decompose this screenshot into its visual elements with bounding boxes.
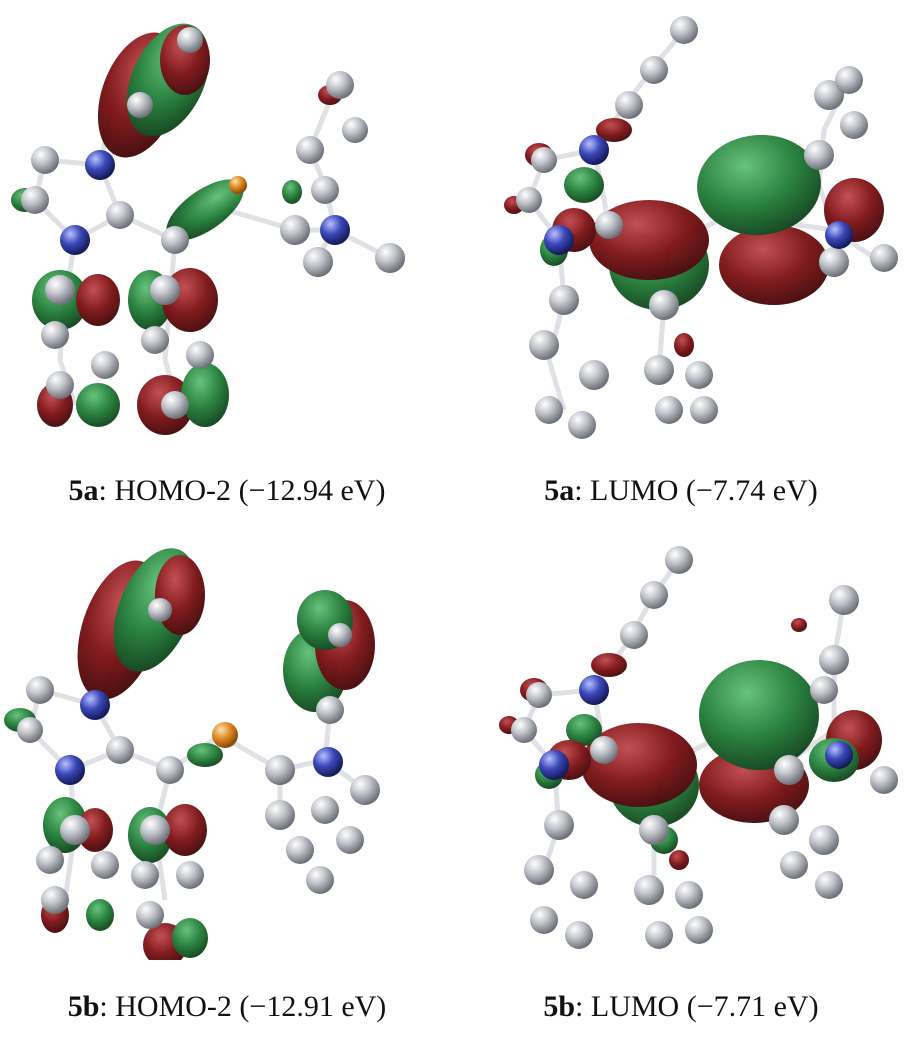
caption-energy: (−7.74 eV) (685, 474, 818, 507)
panel-5b-lumo (454, 540, 908, 960)
molecule-5a-lumo (504, 16, 898, 439)
atoms (21, 27, 405, 419)
caption-orbital: HOMO-2 (114, 474, 232, 507)
caption-5a-lumo: 5a: LUMO (−7.74 eV) (544, 474, 818, 507)
molecule-5b-homo2 (4, 548, 380, 960)
molecule-5b-lumo (499, 546, 898, 949)
caption-5a-homo2: 5a: HOMO-2 (−12.94 eV) (68, 474, 386, 507)
panel-5b-homo2 (0, 540, 454, 960)
atoms (516, 16, 898, 439)
caption-5b-homo2: 5b: HOMO-2 (−12.91 eV) (67, 990, 387, 1023)
caption-compound-label: 5b (543, 990, 576, 1023)
caption-energy: (−7.71 eV) (686, 990, 819, 1023)
caption-compound-label: 5b (67, 990, 100, 1023)
caption-orbital: HOMO-2 (115, 990, 232, 1023)
caption-compound-label: 5a (68, 474, 99, 507)
caption-compound-label: 5a (544, 474, 575, 507)
panel-5a-lumo (454, 0, 908, 450)
caption-orbital: LUMO (590, 474, 679, 507)
caption-orbital: LUMO (590, 990, 680, 1023)
atoms (511, 546, 898, 949)
panel-5a-homo2 (0, 0, 454, 450)
molecule-5a-homo2 (11, 23, 405, 435)
caption-energy: (−12.94 eV) (238, 474, 386, 507)
caption-5b-lumo: 5b: LUMO (−7.71 eV) (543, 990, 819, 1023)
atoms (17, 598, 380, 929)
caption-energy: (−12.91 eV) (239, 990, 387, 1023)
